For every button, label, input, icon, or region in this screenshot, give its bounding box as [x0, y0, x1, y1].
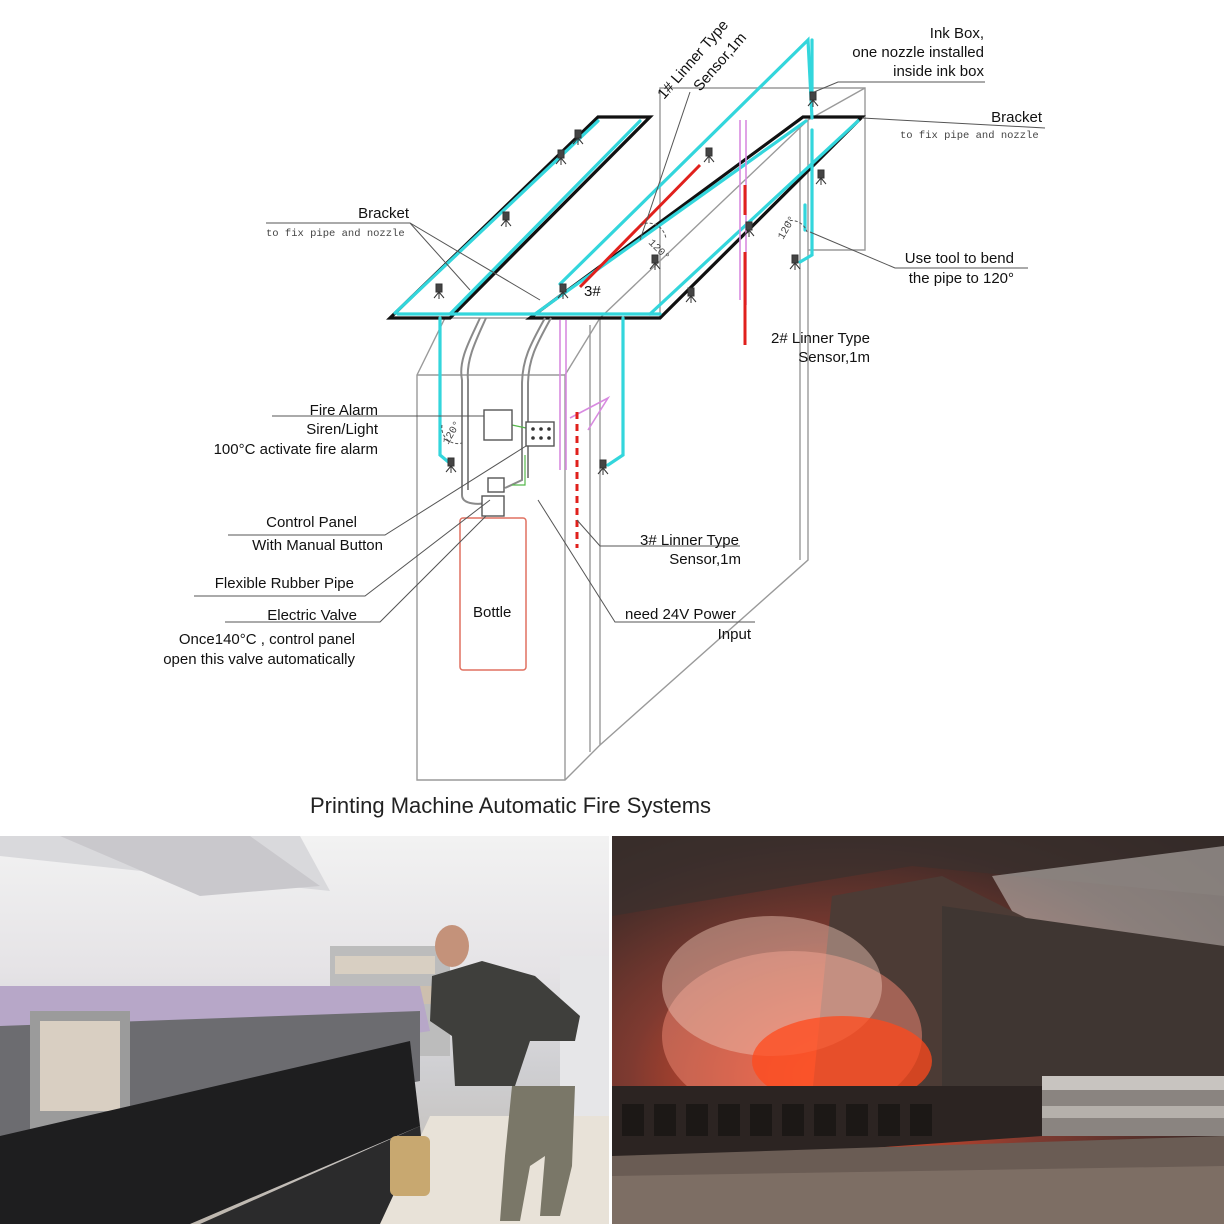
angle-label-right: 120°: [776, 214, 799, 242]
sensor3-sublabel: Sensor,1m: [669, 551, 741, 568]
bracket-right-sublabel: to fix pipe and nozzle: [900, 130, 1039, 142]
control-panel-label: Control Panel: [266, 514, 357, 531]
fire-system-diagram: Bottle 120° 120° 120°: [163, 17, 1046, 818]
pipe-network: [393, 36, 860, 467]
nozzle-icon: [433, 283, 445, 299]
printer-operator-photo: [0, 836, 609, 1224]
nozzle-icon: [555, 149, 567, 165]
bend-label: Use tool to bend: [905, 250, 1014, 267]
ink-box-label: Ink Box,: [930, 25, 984, 42]
leader-lines: [194, 81, 1046, 623]
printer-scene: [0, 836, 609, 1224]
valve-label: Electric Valve: [267, 607, 357, 624]
nozzle-icon: [815, 169, 827, 185]
fire-alarm-sublabel: Siren/Light: [306, 421, 379, 438]
control-panel: [525, 421, 555, 447]
bottle-label: Bottle: [473, 604, 511, 621]
nozzle-icon: [743, 221, 755, 237]
diagram-title: Printing Machine Automatic Fire Systems: [310, 793, 711, 818]
sensor2-sublabel: Sensor,1m: [798, 349, 870, 366]
nozzle-icon: [597, 459, 609, 475]
bracket-left-label: Bracket: [358, 205, 410, 222]
fire-alarm-note: 100°C activate fire alarm: [214, 441, 378, 458]
nozzle-icon: [557, 283, 569, 299]
linear-sensors: [575, 163, 747, 548]
panel-wiring: [511, 424, 527, 486]
bracket-left-sublabel: to fix pipe and nozzle: [266, 228, 405, 240]
electric-valve: [481, 477, 505, 517]
bend-sublabel: the pipe to 120°: [909, 270, 1014, 287]
sensor3-tag: 3#: [584, 283, 601, 300]
valve-note: open this valve automatically: [163, 651, 355, 668]
nozzle-icon: [807, 91, 819, 107]
nozzle-icon: [789, 254, 801, 270]
valve-sublabel: Once140°C , control panel: [179, 631, 355, 648]
power-sublabel: Input: [718, 626, 752, 643]
nozzle-icon: [649, 254, 661, 270]
angle-marks: [441, 220, 808, 445]
nozzle-icon: [685, 287, 697, 303]
rubber-pipe-label: Flexible Rubber Pipe: [215, 575, 354, 592]
nozzle-icon: [445, 457, 457, 473]
nozzle-icon: [572, 129, 584, 145]
ink-box-label-3: inside ink box: [893, 63, 984, 80]
nozzles: [433, 91, 827, 475]
steel-mill-scene: [612, 836, 1224, 1224]
control-panel-sublabel: With Manual Button: [252, 537, 383, 554]
steel-mill-fire-photo: [612, 836, 1224, 1224]
fire-alarm-box: [483, 409, 513, 441]
fire-alarm-label: Fire Alarm: [310, 402, 378, 419]
nozzle-icon: [703, 147, 715, 163]
labels: Ink Box, one nozzle installed inside ink…: [163, 17, 1043, 818]
power-label: need 24V Power: [625, 606, 736, 623]
sensor2-label: 2# Linner Type: [771, 330, 870, 347]
sensor3-label: 3# Linner Type: [640, 532, 739, 549]
nozzle-icon: [500, 211, 512, 227]
machine-cabinet: [416, 87, 866, 781]
bottle: [459, 517, 527, 671]
bracket-right-label: Bracket: [991, 109, 1043, 126]
rubber-pipes: [460, 317, 552, 505]
ink-box-label-2: one nozzle installed: [852, 44, 984, 61]
top-frame: [386, 115, 866, 320]
